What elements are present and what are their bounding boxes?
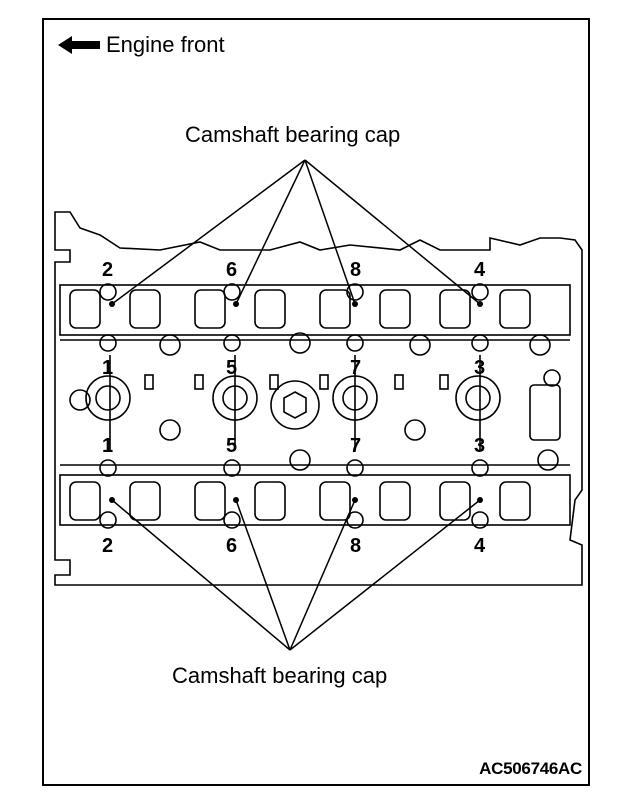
exhaust-camshaft-lower [59,474,571,526]
top-callout-leaders [111,159,481,305]
bearing-number: 5 [226,357,237,379]
bearing-number: 8 [350,535,361,557]
bearing-number: 5 [226,435,237,457]
bearing-number: 4 [474,535,486,557]
bearing-number: 8 [350,259,361,281]
head-outline [54,211,583,586]
bearing-number: 2 [102,259,113,281]
bearing-number: 7 [350,357,361,379]
figure-frame [42,18,590,786]
bottom-callout-leaders [111,499,481,651]
camshaft-bearing-cap-callout-top: Camshaft bearing cap [185,122,401,147]
bearing-number: 4 [474,259,486,281]
figure-id: AC506746AC [479,759,582,778]
bearing-number: 7 [350,435,361,457]
bearing-bolt [99,283,117,301]
bearing-number: 6 [226,259,237,281]
bearing-number: 3 [474,357,485,379]
bearing-number: 1 [102,435,113,457]
bearing-number: 6 [226,535,237,557]
bearing-number: 2 [102,535,113,557]
camshaft-bearing-cap-callout-bottom: Camshaft bearing cap [172,663,388,688]
engine-front-label: Engine front [58,32,225,58]
left-arrow-icon [58,36,100,54]
intake-camshaft-upper [59,284,571,336]
engine-front-text: Engine front [106,32,225,57]
bearing-number: 1 [102,357,113,379]
bearing-number: 3 [474,435,485,457]
